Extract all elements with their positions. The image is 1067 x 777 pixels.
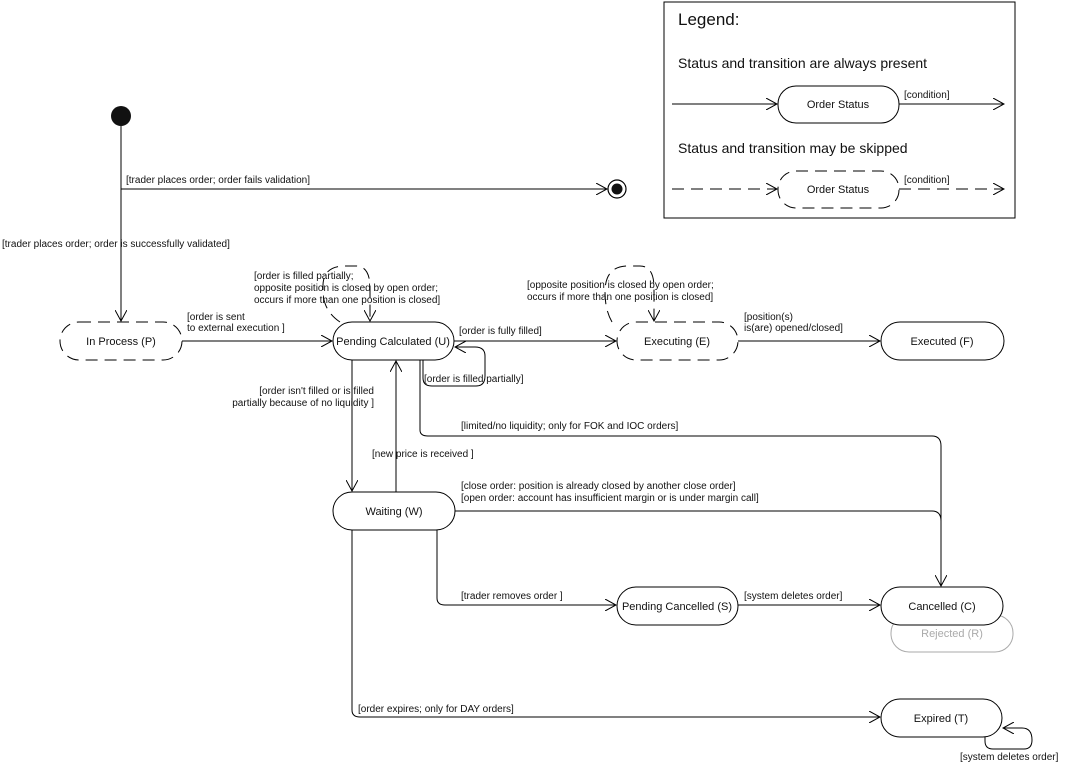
label-filled-partially: [order is filled partially] [424, 374, 524, 385]
transition-limited-liquidity [419, 360, 941, 586]
label-exec-self-2: occurs if more than one position is clos… [527, 292, 713, 303]
label-positions-1: [position(s) [744, 312, 793, 323]
label-filled-partially-self-3: occurs if more than one position is clos… [254, 295, 440, 306]
label-close-order: [close order: position is already closed… [461, 481, 736, 492]
label-not-filled-2: partially because of no liquidity ] [232, 398, 374, 409]
label-exec-self-1: [opposite position is closed by open ord… [527, 280, 714, 291]
state-waiting-label: Waiting (W) [365, 506, 422, 518]
label-fails-validation: [trader places order; order fails valida… [126, 175, 310, 186]
legend-always-present: Status and transition are always present [678, 55, 927, 71]
state-in-process: In Process (P) [59, 321, 183, 361]
legend-solid-condition: [condition] [904, 90, 950, 101]
legend-title: Legend: [678, 10, 739, 29]
label-validated: [trader places order; order is successfu… [2, 239, 230, 250]
label-sent-external-1: [order is sent [187, 312, 245, 323]
state-cancelled-label: Cancelled (C) [908, 601, 975, 613]
label-not-filled-1: [order isn't filled or is filled [259, 386, 374, 397]
state-executing: Executing (E) [616, 321, 739, 361]
state-in-process-label: In Process (P) [86, 336, 156, 348]
label-positions-2: is(are) opened/closed] [744, 323, 843, 334]
state-waiting: Waiting (W) [332, 491, 456, 531]
transition-filled-partially-self-dashed [322, 265, 370, 323]
state-rejected-label: Rejected (R) [921, 628, 983, 640]
label-open-order: [open order: account has insufficient ma… [461, 493, 759, 504]
transition-close-open-order [455, 510, 942, 522]
label-limited-liquidity: [limited/no liquidity; only for FOK and … [461, 421, 679, 432]
label-sent-external-2: to external execution ] [187, 323, 285, 334]
state-executing-label: Executing (E) [644, 336, 710, 348]
initial-state [111, 106, 131, 126]
state-expired-label: Expired (T) [914, 713, 968, 725]
state-pending-calculated-label: Pending Calculated (U) [336, 336, 450, 348]
label-expires: [order expires; only for DAY orders] [358, 704, 514, 715]
transition-filled-partially-self [422, 347, 486, 387]
label-new-price: [new price is received ] [372, 449, 474, 460]
legend-state-dashed-label: Order Status [807, 184, 870, 196]
label-trader-removes: [trader removes order ] [461, 591, 563, 602]
label-filled-partially-self-2: opposite position is closed by open orde… [254, 283, 438, 294]
final-state-core [611, 183, 623, 195]
state-pending-calculated: Pending Calculated (U) [332, 321, 455, 361]
legend-state-dashed [777, 170, 900, 209]
label-system-deletes-expired: [system deletes order] [960, 752, 1059, 763]
state-pending-cancelled-label: Pending Cancelled (S) [622, 601, 732, 613]
state-executed-label: Executed (F) [911, 336, 974, 348]
label-system-deletes: [system deletes order] [744, 591, 843, 602]
label-filled-partially-self-1: [order is filled partially; [254, 271, 353, 282]
label-fully-filled: [order is fully filled] [459, 326, 542, 337]
state-executed: Executed (F) [880, 321, 1005, 361]
legend-may-be-skipped: Status and transition may be skipped [678, 140, 908, 156]
state-pending-cancelled: Pending Cancelled (S) [616, 586, 739, 626]
transition-expires [351, 530, 880, 717]
state-cancelled: Cancelled (C) [880, 586, 1004, 626]
state-expired: Expired (T) [880, 698, 1003, 738]
legend-dashed-condition: [condition] [904, 175, 950, 186]
transition-executing-self-dashed [604, 265, 654, 323]
legend-box: Legend: Status and transition are always… [663, 1, 1016, 219]
transition-system-deletes-expired [984, 728, 1033, 750]
legend-state-solid-label: Order Status [807, 99, 870, 111]
transition-trader-removes [436, 530, 616, 605]
